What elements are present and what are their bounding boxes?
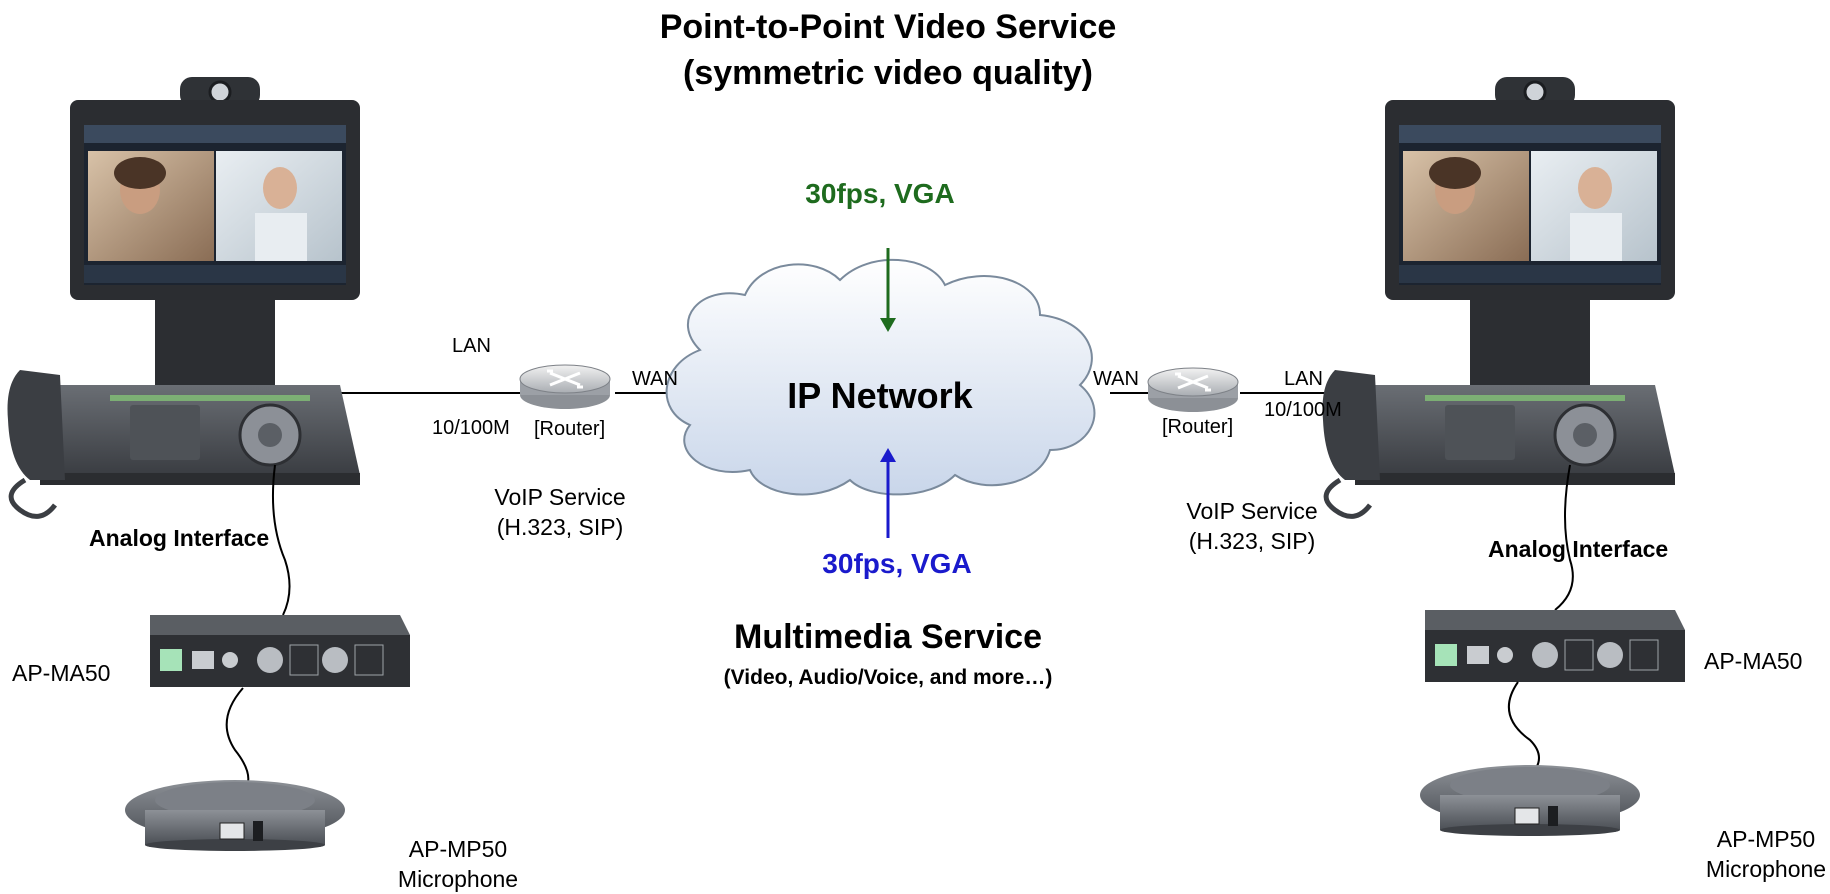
- left-adapter-device: [149, 614, 411, 688]
- left-voip-line-2: (H.323, SIP): [496, 514, 624, 540]
- left-mic-line-2: Microphone: [397, 866, 519, 892]
- right-adapter-label: AP-MA50: [1704, 648, 1803, 674]
- right-adapter-device: [1424, 609, 1686, 683]
- right-mic-line-1: AP-MP50: [1716, 826, 1816, 852]
- left-voip-label: VoIP Service (H.323, SIP): [494, 482, 625, 542]
- multimedia-service-subtitle: (Video, Audio/Voice, and more…): [723, 666, 1053, 689]
- right-voip-label: VoIP Service (H.323, SIP): [1186, 496, 1317, 556]
- right-lan-label: LAN: [1284, 368, 1323, 390]
- downstream-rate-label: 30fps, VGA: [805, 178, 955, 209]
- right-router-icon: [1146, 366, 1240, 414]
- left-mic-line-1: AP-MP50: [408, 836, 508, 862]
- left-adapter-label: AP-MA50: [12, 660, 111, 686]
- upstream-arrow: [880, 448, 896, 538]
- right-analog-cable: [1554, 464, 1574, 611]
- left-speed-label: 10/100M: [432, 417, 510, 439]
- upstream-rate-label: 30fps, VGA: [822, 548, 972, 579]
- right-wan-label: WAN: [1093, 368, 1139, 390]
- left-videophone: [8, 77, 361, 516]
- left-wan-label: WAN: [632, 368, 678, 390]
- left-analog-interface-label: Analog Interface: [89, 525, 270, 551]
- left-analog-cable: [271, 464, 291, 616]
- left-microphone-label: AP-MP50 Microphone: [398, 834, 518, 894]
- left-router-label: [Router]: [534, 418, 606, 440]
- right-mic-cable: [1508, 681, 1540, 771]
- title-line-1: Point-to-Point Video Service: [659, 8, 1117, 46]
- diagram-title: Point-to-Point Video Service (symmetric …: [660, 4, 1117, 96]
- ip-network-label: IP Network: [787, 375, 973, 416]
- right-voip-line-2: (H.323, SIP): [1188, 528, 1316, 554]
- downstream-arrow: [880, 248, 896, 332]
- title-line-2: (symmetric video quality): [682, 54, 1094, 92]
- left-router-icon: [518, 363, 612, 411]
- left-voip-line-1: VoIP Service: [494, 484, 626, 510]
- ip-network-cloud: [665, 259, 1096, 496]
- right-microphone-label: AP-MP50 Microphone: [1706, 824, 1826, 884]
- left-lan-label: LAN: [452, 335, 491, 357]
- right-analog-interface-label: Analog Interface: [1488, 536, 1669, 562]
- right-mic-line-2: Microphone: [1705, 856, 1827, 882]
- right-voip-line-1: VoIP Service: [1186, 498, 1318, 524]
- left-mic-cable: [225, 687, 250, 791]
- right-router-label: [Router]: [1162, 416, 1234, 438]
- right-microphone-device: [1419, 764, 1641, 837]
- right-speed-label: 10/100M: [1264, 399, 1342, 421]
- right-videophone: [1323, 77, 1676, 516]
- left-microphone-device: [124, 779, 346, 852]
- multimedia-service-title: Multimedia Service: [733, 618, 1043, 656]
